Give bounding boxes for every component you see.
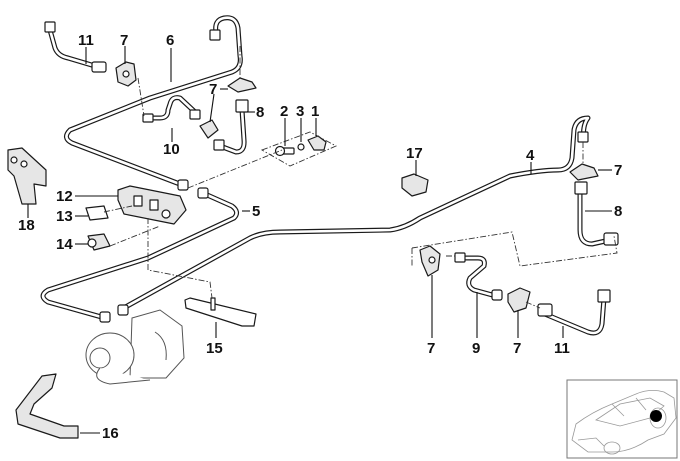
bracket-7-f[interactable] [507, 287, 531, 313]
bracket-7-b[interactable] [227, 77, 257, 93]
part-1-clip[interactable] [307, 135, 327, 151]
bracket-7-d[interactable] [569, 163, 599, 181]
pipe-10[interactable] [147, 95, 198, 121]
hose-8-left[interactable] [217, 107, 247, 155]
hose-8-right[interactable] [577, 187, 613, 247]
part-12-block[interactable] [117, 185, 187, 225]
callout-8[interactable]: 8 [614, 203, 622, 220]
callout-11[interactable]: 11 [554, 340, 570, 357]
callout-7[interactable]: 7 [120, 32, 128, 49]
callout-14[interactable]: 14 [56, 236, 73, 253]
callout-16[interactable]: 17 [406, 145, 423, 162]
callout-7[interactable]: 7 [614, 162, 622, 179]
leader-lines [27, 46, 612, 434]
pipe-9[interactable] [459, 255, 499, 299]
callout-13[interactable]: 13 [56, 208, 73, 225]
part-2-bolt[interactable] [274, 145, 295, 157]
pipe-4[interactable] [117, 115, 591, 313]
callout-15[interactable]: 15 [206, 340, 223, 357]
car-silhouette-icon [571, 390, 677, 455]
callout-1[interactable]: 1 [311, 103, 319, 120]
part-14-grommet[interactable] [87, 233, 111, 251]
bracket-7-a[interactable] [115, 61, 137, 87]
callout-18[interactable]: 16 [102, 425, 119, 442]
locator-thumbnail [566, 379, 678, 459]
position-marker-icon [650, 410, 662, 422]
pipe-11-right[interactable] [537, 295, 607, 336]
part-16-connector[interactable] [401, 173, 429, 197]
callout-7[interactable]: 7 [513, 340, 521, 357]
callout-10[interactable]: 10 [163, 141, 180, 158]
callout-12[interactable]: 12 [56, 188, 73, 205]
assembly-bracket-1-3 [260, 131, 338, 167]
callout-4[interactable]: 4 [526, 147, 535, 164]
callout-5[interactable]: 5 [252, 203, 260, 220]
callout-7[interactable]: 7 [209, 81, 217, 98]
bracket-7-e[interactable] [419, 245, 441, 277]
callout-8[interactable]: 8 [256, 104, 264, 121]
part-3-washer[interactable] [297, 143, 305, 151]
fittings [44, 21, 619, 323]
part-15-plate[interactable] [184, 297, 257, 327]
callout-6[interactable]: 6 [166, 32, 174, 49]
callout-2[interactable]: 2 [280, 103, 288, 120]
hydraulic-pump-unit[interactable] [85, 309, 185, 385]
part-17-bracket[interactable] [7, 147, 47, 205]
part-13-clip[interactable] [85, 205, 109, 221]
callout-3[interactable]: 3 [296, 103, 304, 120]
pipe-11-left[interactable] [47, 27, 98, 69]
part-18-harness-holder[interactable] [15, 373, 79, 439]
callout-7[interactable]: 7 [427, 340, 435, 357]
bracket-7-c[interactable] [199, 119, 219, 139]
callout-11[interactable]: 11 [78, 32, 94, 49]
callout-9[interactable]: 9 [472, 340, 480, 357]
assembly-dash-lines [103, 46, 618, 309]
callout-17[interactable]: 18 [18, 217, 35, 234]
callout-labels: 11 7 6 7 8 2 3 1 10 17 4 7 8 5 12 13 14 … [18, 32, 622, 442]
pipe-6[interactable] [64, 15, 243, 189]
